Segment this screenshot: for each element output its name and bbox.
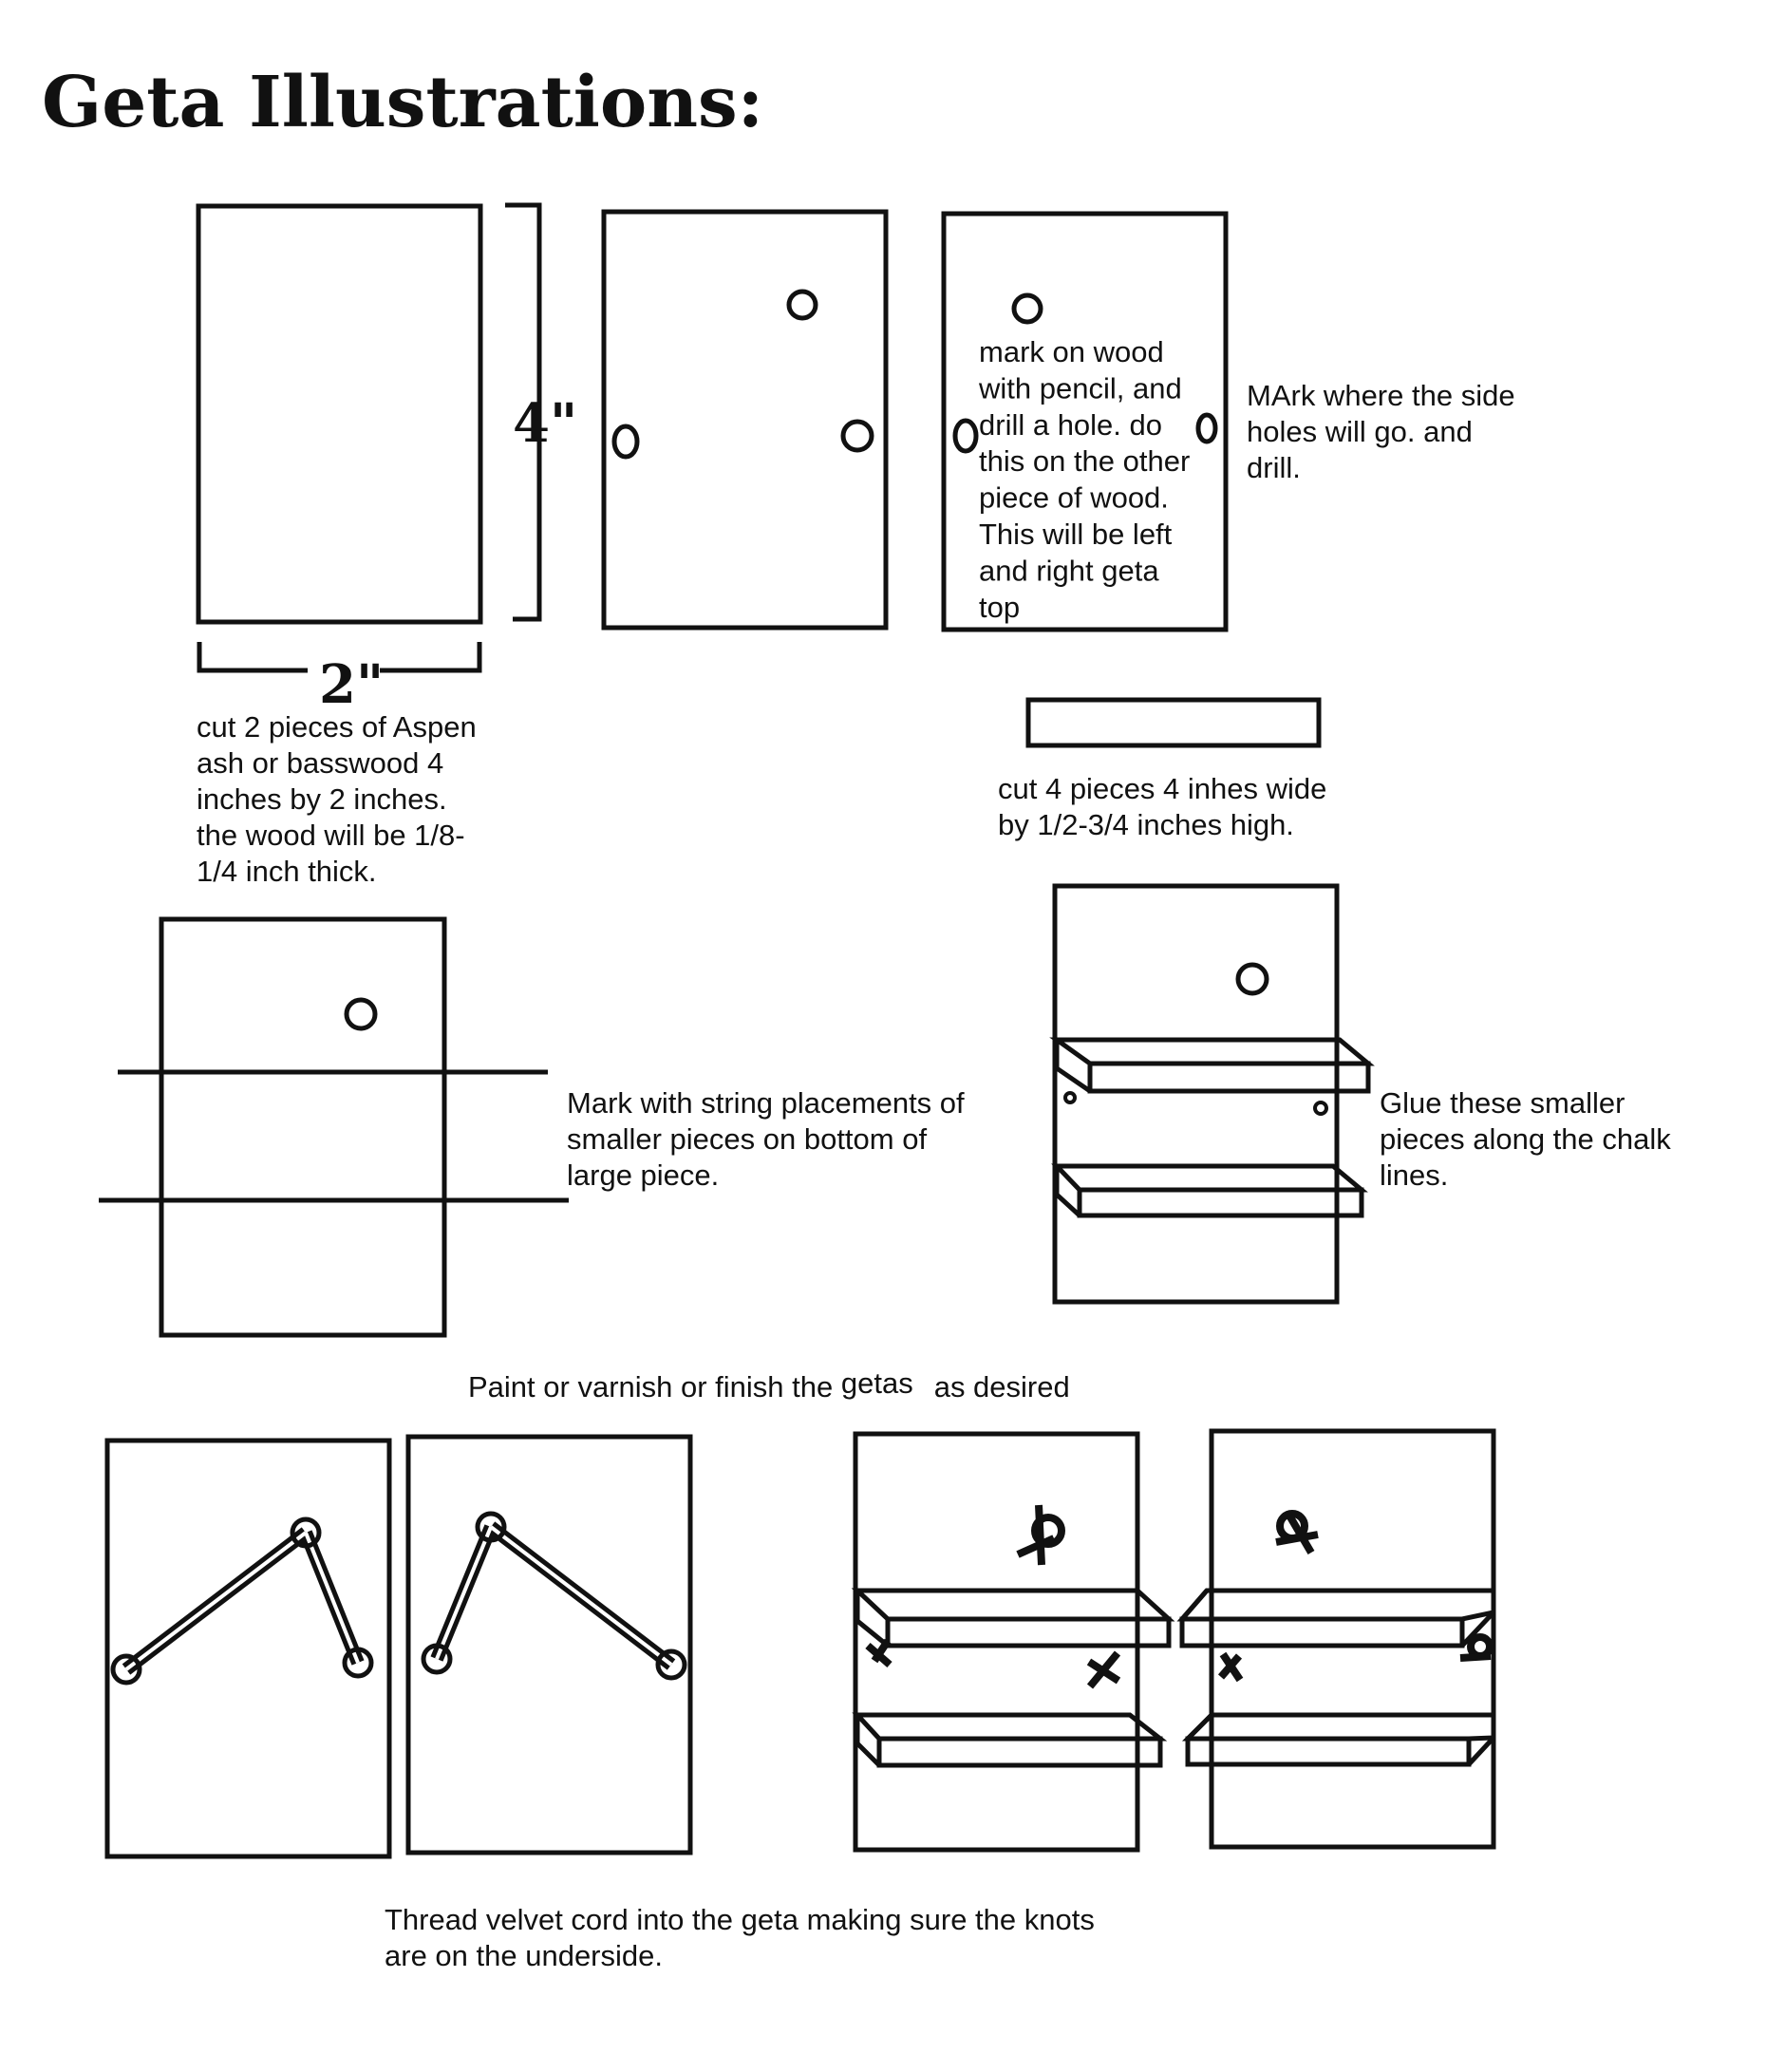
width-dimension-label: 2"	[319, 653, 384, 716]
wood-board-marked	[941, 211, 1229, 632]
finish-note: Paint or varnish or finish the getas as d…	[468, 1366, 1070, 1403]
finish-note-text-end: as desired	[934, 1370, 1070, 1403]
note-line: cut 4 pieces 4 inhes wide	[998, 772, 1326, 805]
note-line: smaller pieces on bottom of	[567, 1122, 927, 1156]
note-line: are on the underside.	[385, 1939, 663, 1972]
note-line: cut 2 pieces of Aspen	[197, 710, 477, 744]
note-line: piece of wood.	[979, 481, 1169, 515]
page-title: Geta Illustrations:	[42, 62, 763, 143]
knot-icon	[1217, 1651, 1244, 1683]
note-line: pieces along the chalk	[1380, 1122, 1671, 1156]
geta-underside-right	[1176, 1428, 1496, 1850]
small-strip-piece	[1025, 697, 1322, 748]
geta-top-right	[405, 1434, 693, 1855]
top-hole-icon	[1011, 292, 1043, 325]
note-line: drill.	[1247, 451, 1301, 484]
height-dimension-label: 4"	[513, 392, 577, 455]
note-line: Thread velvet cord into the geta making …	[385, 1903, 1095, 1936]
board-with-string-marks	[159, 916, 447, 1338]
note-line: the wood will be 1/8-	[197, 819, 465, 852]
note-line: and right geta	[979, 554, 1159, 587]
note-line: large piece.	[567, 1158, 719, 1192]
note-line: This will be left	[979, 518, 1173, 551]
note-line: by 1/2-3/4 inches high.	[998, 808, 1294, 841]
note-line: with pencil, and	[978, 371, 1182, 405]
note-line: holes will go. and	[1247, 415, 1473, 448]
knot-icon	[1275, 1510, 1319, 1555]
note-line: ash or basswood 4	[197, 746, 443, 780]
note-line: Mark with string placements of	[567, 1086, 965, 1120]
note-line: 1/4 inch thick.	[197, 855, 377, 888]
knot-icon	[1086, 1650, 1121, 1689]
note-line: top	[979, 591, 1020, 624]
geta-top-left	[104, 1438, 392, 1859]
width-bracket	[197, 642, 482, 673]
top-hole-icon	[786, 289, 818, 321]
note-line: MArk where the side	[1247, 379, 1515, 412]
finish-note-text: Paint or varnish or finish the	[468, 1370, 841, 1403]
wood-board-blank	[196, 203, 483, 625]
knot-icon	[1459, 1633, 1494, 1662]
finish-note-word: getas	[841, 1366, 913, 1400]
knot-icon	[1016, 1504, 1065, 1566]
knot-icon	[865, 1638, 892, 1668]
thread-cord-note: Thread velvet cord into the geta making …	[385, 1903, 1095, 1972]
note-line: inches by 2 inches.	[197, 782, 447, 816]
right-hole-icon	[840, 419, 874, 453]
height-bracket	[505, 202, 542, 622]
left-hole-icon	[952, 418, 979, 454]
note-line: drill a hole. do	[979, 408, 1162, 442]
note-line: this on the other	[979, 444, 1190, 478]
geta-underside-left	[851, 1431, 1175, 1853]
wood-board-with-holes	[601, 209, 889, 631]
top-hole-icon	[1235, 962, 1269, 996]
top-hole-icon	[344, 997, 378, 1031]
note-line: mark on wood	[979, 335, 1164, 368]
left-hole-icon	[611, 424, 640, 460]
board-with-glued-pieces	[1049, 883, 1375, 1305]
note-line: Glue these smaller	[1380, 1086, 1625, 1120]
right-hole-icon	[1195, 412, 1218, 444]
note-line: lines.	[1380, 1158, 1448, 1192]
